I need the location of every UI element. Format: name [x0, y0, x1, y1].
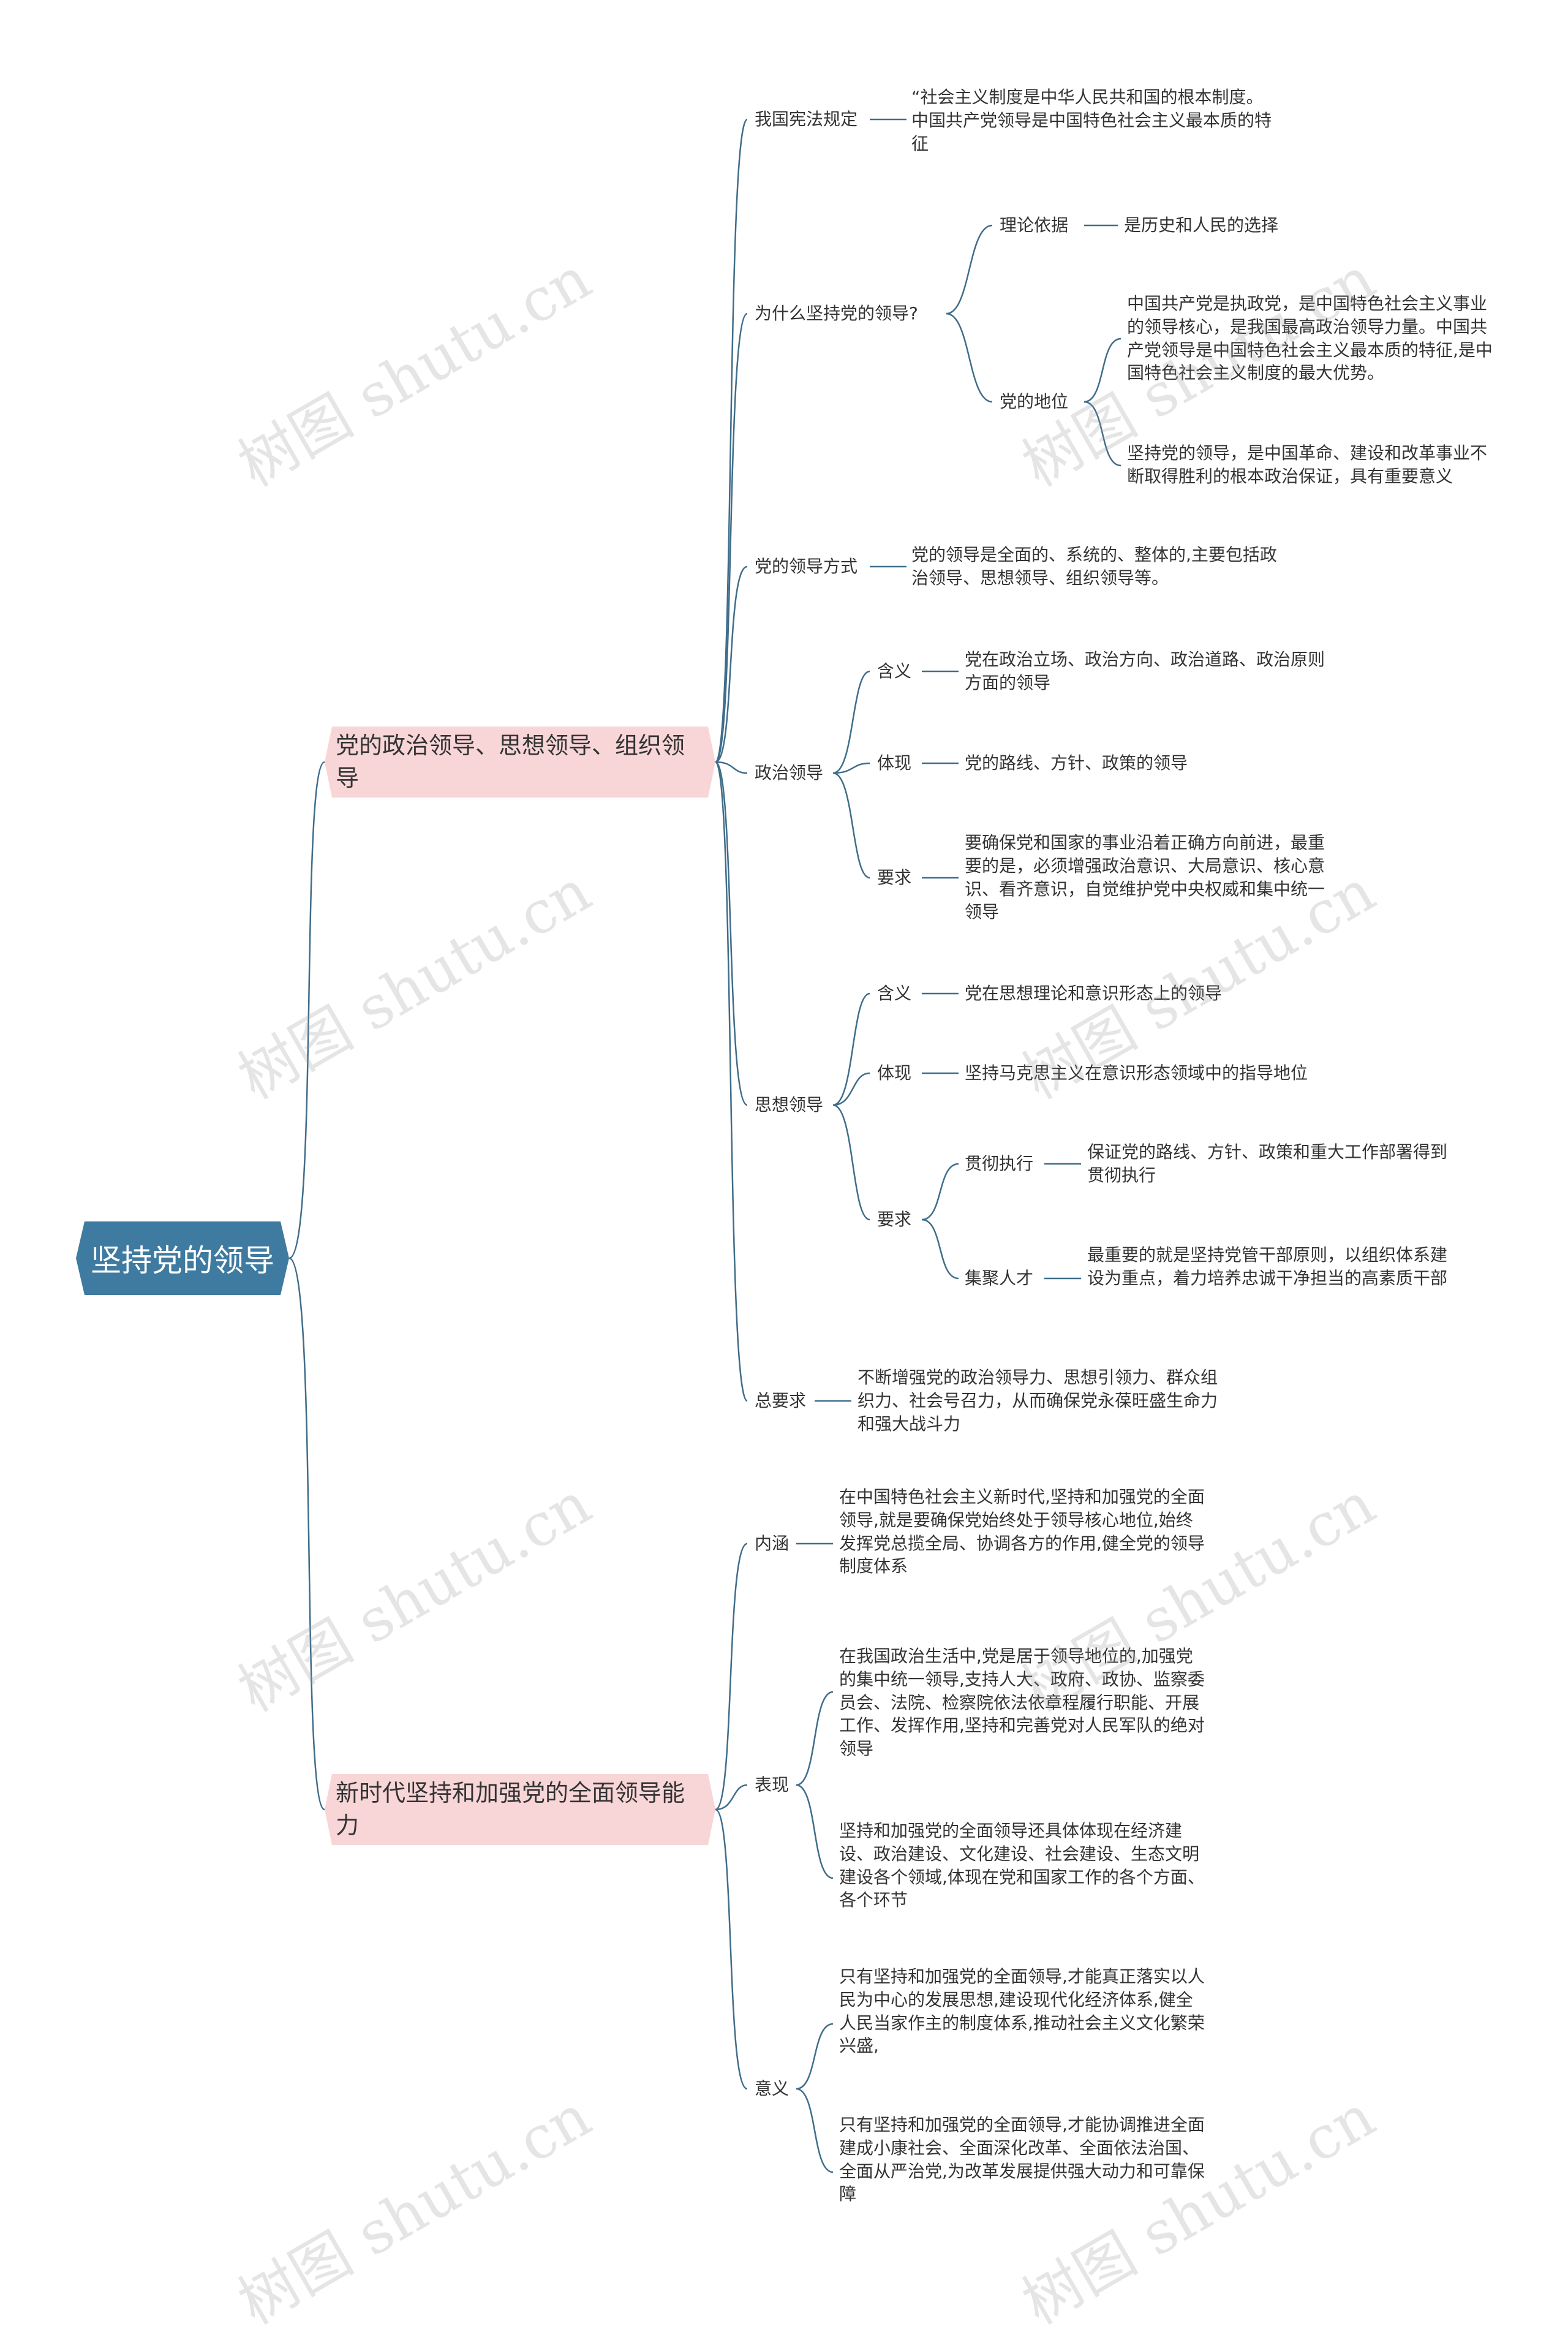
node-status-text-1[interactable]: 中国共产党是执政党，是中国特色社会主义事业的领导核心，是我国最高政治领导力量。中…: [1127, 293, 1493, 383]
node-talent-text[interactable]: 最重要的就是坚持党管干部原则，以组织体系建设为重点，着力培养忠诚干净担当的高素质…: [1087, 1245, 1448, 1288]
node-political-require-text[interactable]: 要确保党和国家的事业沿着正确方向前进，最重要的是，必须增强政治意识、大局意识、核…: [965, 832, 1325, 923]
root-topic[interactable]: 坚持党的领导: [76, 1221, 289, 1295]
node-constitution[interactable]: 我国宪法规定: [755, 109, 858, 129]
node-ideological[interactable]: 思想领导: [755, 1095, 824, 1115]
node-connotation[interactable]: 内涵: [755, 1533, 790, 1553]
node-manifest-text-2[interactable]: 坚持和加强党的全面领导还具体体现在经济建设、政治建设、文化建设、社会建设、生态文…: [839, 1821, 1205, 1911]
node-manifest-text-1[interactable]: 在我国政治生活中,党是居于领导地位的,加强党的集中统一领导,支持人大、政府、政协…: [839, 1646, 1205, 1759]
node-mode[interactable]: 党的领导方式: [755, 556, 858, 576]
node-mode-text[interactable]: 党的领导是全面的、系统的、整体的,主要包括政治领导、思想领导、组织领导等。: [911, 545, 1277, 588]
node-why[interactable]: 为什么坚持党的领导?: [755, 303, 918, 323]
node-political[interactable]: 政治领导: [755, 763, 824, 783]
node-significance-text-1[interactable]: 只有坚持和加强党的全面领导,才能真正落实以人民为中心的发展思想,建设现代化经济体…: [839, 1966, 1205, 2056]
branch-comprehensive-leadership[interactable]: 新时代坚持和加强党的全面领导能力: [325, 1774, 715, 1845]
node-manifest[interactable]: 表现: [755, 1775, 790, 1795]
node-status[interactable]: 党的地位: [1000, 391, 1069, 412]
node-ideological-meaning-text[interactable]: 党在思想理论和意识形态上的领导: [965, 983, 1223, 1003]
node-implement[interactable]: 贯彻执行: [965, 1153, 1034, 1174]
node-political-require[interactable]: 要求: [877, 867, 912, 888]
branch-political-ideological-organizational[interactable]: 党的政治领导、思想领导、组织领导: [325, 727, 715, 798]
node-political-meaning-text[interactable]: 党在政治立场、政治方向、政治道路、政治原则方面的领导: [965, 649, 1325, 693]
node-political-embody-text[interactable]: 党的路线、方针、政策的领导: [965, 753, 1188, 773]
node-political-meaning[interactable]: 含义: [877, 661, 912, 681]
node-ideological-embody[interactable]: 体现: [877, 1063, 912, 1083]
node-significance-text-2[interactable]: 只有坚持和加强党的全面领导,才能协调推进全面建成小康社会、全面深化改革、全面依法…: [839, 2115, 1205, 2205]
node-ideological-require[interactable]: 要求: [877, 1209, 912, 1229]
node-ideological-embody-text[interactable]: 坚持马克思主义在意识形态领域中的指导地位: [965, 1063, 1308, 1083]
node-connotation-text[interactable]: 在中国特色社会主义新时代,坚持和加强党的全面领导,就是要确保党始终处于领导核心地…: [839, 1487, 1205, 1577]
node-status-text-2[interactable]: 坚持党的领导，是中国革命、建设和改革事业不断取得胜利的根本政治保证，具有重要意义: [1127, 443, 1488, 486]
node-implement-text[interactable]: 保证党的路线、方针、政策和重大工作部署得到贯彻执行: [1087, 1142, 1448, 1185]
node-political-embody[interactable]: 体现: [877, 753, 912, 773]
node-theory-text[interactable]: 是历史和人民的选择: [1124, 215, 1279, 235]
node-significance[interactable]: 意义: [755, 2078, 790, 2099]
node-overall-text[interactable]: 不断增强党的政治领导力、思想引领力、群众组织力、社会号召力，从而确保党永葆旺盛生…: [858, 1367, 1218, 1434]
node-theory[interactable]: 理论依据: [1000, 215, 1069, 235]
node-constitution-text[interactable]: “社会主义制度是中华人民共和国的根本制度。中国共产党领导是中国特色社会主义最本质…: [911, 87, 1272, 154]
node-overall[interactable]: 总要求: [755, 1391, 807, 1411]
node-ideological-meaning[interactable]: 含义: [877, 983, 912, 1003]
node-talent[interactable]: 集聚人才: [965, 1268, 1034, 1288]
connector-lines: [288, 118, 1121, 2173]
